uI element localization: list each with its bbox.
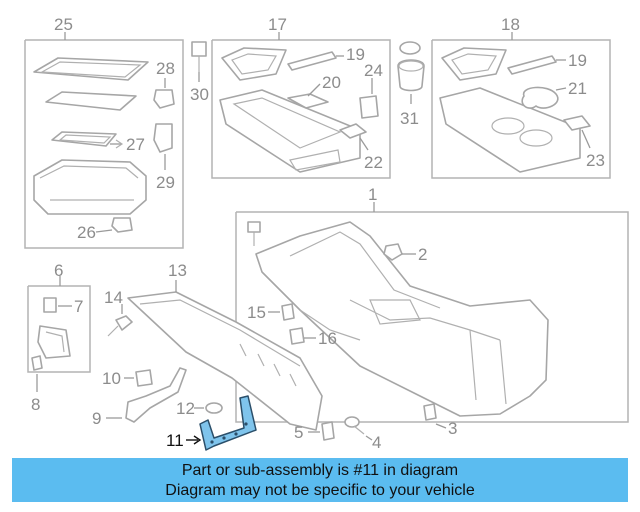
callout-19b[interactable]: 19 — [568, 51, 587, 70]
callout-10[interactable]: 10 — [102, 369, 121, 388]
callout-12[interactable]: 12 — [176, 399, 195, 418]
clip-2 — [383, 243, 403, 261]
mat-23 — [563, 115, 591, 131]
clip-26 — [111, 217, 133, 233]
clip-3 — [423, 403, 437, 421]
part-8: 8 — [31, 355, 43, 414]
part-29 — [153, 123, 173, 153]
bracket-11[interactable] — [199, 395, 257, 451]
banner-line-2: Diagram may not be specific to your vehi… — [165, 482, 475, 499]
part-14: 14 — [104, 288, 133, 337]
console-top-18 — [439, 87, 581, 173]
bracket-6 — [37, 325, 71, 359]
group-18: 18 19 21 23 — [431, 15, 611, 179]
callout-17[interactable]: 17 — [268, 15, 287, 34]
part-30: 30 — [190, 41, 209, 104]
callout-18[interactable]: 18 — [501, 15, 520, 34]
latch-28 — [153, 89, 175, 109]
trim-strip-19b — [507, 55, 557, 75]
group-1: 1 2 15 16 3 — [235, 185, 629, 438]
shifter-bezel — [221, 47, 287, 81]
info-banner: Part or sub-assembly is #11 in diagram D… — [12, 458, 628, 502]
callout-22[interactable]: 22 — [364, 153, 383, 172]
callout-2[interactable]: 2 — [418, 245, 427, 264]
callout-27[interactable]: 27 — [126, 135, 145, 154]
callout-6[interactable]: 6 — [54, 261, 63, 280]
callout-9[interactable]: 9 — [92, 409, 101, 428]
part-11-highlighted[interactable]: 11 — [166, 395, 257, 451]
clip-7 — [43, 297, 57, 313]
callout-19a[interactable]: 19 — [346, 45, 365, 64]
clip-15 — [281, 303, 295, 321]
cupholder-ring-21 — [521, 86, 559, 109]
part-4: 4 — [344, 416, 381, 452]
parts-diagram: 25 26 27 28 29 30 17 — [24, 15, 629, 452]
callout-7[interactable]: 7 — [74, 297, 83, 316]
side-panel-13 — [127, 291, 323, 431]
callout-29[interactable]: 29 — [156, 173, 175, 192]
part-9: 9 — [92, 367, 187, 428]
callout-31[interactable]: 31 — [400, 109, 419, 128]
clip-16 — [289, 327, 305, 345]
callout-15[interactable]: 15 — [247, 303, 266, 322]
console-top-panel — [219, 89, 361, 173]
callout-28[interactable]: 28 — [156, 59, 175, 78]
mat-22 — [339, 123, 367, 139]
group-17: 17 19 20 24 22 — [211, 15, 391, 179]
group-6: 6 7 — [27, 261, 91, 373]
storage-bin — [33, 159, 147, 215]
callout-26[interactable]: 26 — [77, 223, 96, 242]
part-13: 13 — [127, 261, 323, 431]
insert-24 — [359, 95, 379, 119]
part-12: 12 — [176, 399, 223, 418]
trim-strip-19a — [287, 51, 337, 71]
callout-4[interactable]: 4 — [372, 433, 381, 452]
armrest-lid — [33, 57, 149, 81]
callout-13[interactable]: 13 — [168, 261, 187, 280]
callout-21[interactable]: 21 — [568, 79, 587, 98]
shifter-bezel-18 — [441, 47, 507, 81]
callout-1[interactable]: 1 — [368, 185, 377, 204]
trim-20 — [287, 93, 329, 109]
callout-24[interactable]: 24 — [364, 61, 383, 80]
callout-14[interactable]: 14 — [104, 288, 123, 307]
callout-20[interactable]: 20 — [322, 73, 341, 92]
callout-8[interactable]: 8 — [31, 395, 40, 414]
callout-5[interactable]: 5 — [294, 423, 303, 442]
lid-pad — [45, 91, 137, 111]
callout-25[interactable]: 25 — [54, 15, 73, 34]
callout-11[interactable]: 11 — [166, 431, 184, 450]
callout-23[interactable]: 23 — [586, 151, 605, 170]
banner-line-1: Part or sub-assembly is #11 in diagram — [181, 462, 459, 479]
group-25: 25 26 27 28 29 — [24, 15, 184, 249]
part-10: 10 — [102, 369, 153, 388]
part-31: 31 — [397, 41, 425, 128]
callout-3[interactable]: 3 — [448, 419, 457, 438]
callout-16[interactable]: 16 — [318, 329, 337, 348]
callout-30[interactable]: 30 — [190, 85, 209, 104]
part-5: 5 — [294, 421, 335, 442]
